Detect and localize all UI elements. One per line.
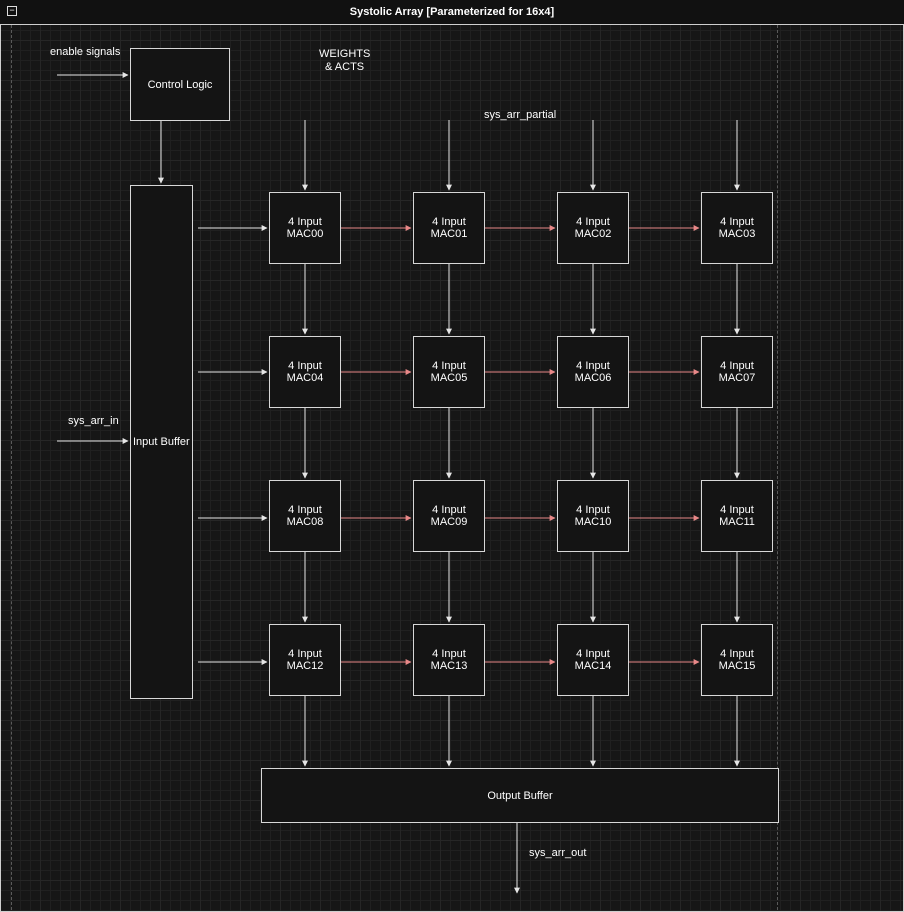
input-buffer-label: Input Buffer xyxy=(133,436,190,448)
mac15-block[interactable]: 4 Input MAC15 xyxy=(701,624,773,696)
output-buffer-label: Output Buffer xyxy=(487,789,553,802)
container-titlebar[interactable]: Systolic Array [Parameterized for 16x4] … xyxy=(0,0,904,25)
container-title: Systolic Array [Parameterized for 16x4] xyxy=(349,6,555,18)
mac12-block[interactable]: 4 Input MAC12 xyxy=(269,624,341,696)
sys-arr-partial-label: sys_arr_partial xyxy=(484,109,557,121)
mac01-block[interactable]: 4 Input MAC01 xyxy=(413,192,485,264)
mac09-block[interactable]: 4 Input MAC09 xyxy=(413,480,485,552)
weights-label: WEIGHTS xyxy=(319,48,371,60)
guide-line-right xyxy=(777,25,778,910)
guide-line-left xyxy=(11,25,12,910)
control-logic-label: Control Logic xyxy=(147,78,213,91)
control-logic-block[interactable]: Control Logic xyxy=(130,48,230,121)
mac05-block[interactable]: 4 Input MAC05 xyxy=(413,336,485,408)
sys-arr-out-label: sys_arr_out xyxy=(529,847,587,859)
collapse-icon[interactable]: − xyxy=(7,6,17,16)
mac06-block[interactable]: 4 Input MAC06 xyxy=(557,336,629,408)
acts-label: & ACTS xyxy=(325,61,365,73)
mac11-block[interactable]: 4 Input MAC11 xyxy=(701,480,773,552)
mac07-block[interactable]: 4 Input MAC07 xyxy=(701,336,773,408)
mac14-block[interactable]: 4 Input MAC14 xyxy=(557,624,629,696)
output-buffer-block[interactable]: Output Buffer xyxy=(261,768,779,823)
mac00-block[interactable]: 4 Input MAC00 xyxy=(269,192,341,264)
mac03-block[interactable]: 4 Input MAC03 xyxy=(701,192,773,264)
enable-signals-label: enable signals xyxy=(50,46,121,58)
mac10-block[interactable]: 4 Input MAC10 xyxy=(557,480,629,552)
mac13-block[interactable]: 4 Input MAC13 xyxy=(413,624,485,696)
input-buffer-block[interactable]: Input Buffer xyxy=(130,185,193,699)
mac08-block[interactable]: 4 Input MAC08 xyxy=(269,480,341,552)
mac02-block[interactable]: 4 Input MAC02 xyxy=(557,192,629,264)
sys-arr-in-label: sys_arr_in xyxy=(68,415,119,427)
mac04-block[interactable]: 4 Input MAC04 xyxy=(269,336,341,408)
